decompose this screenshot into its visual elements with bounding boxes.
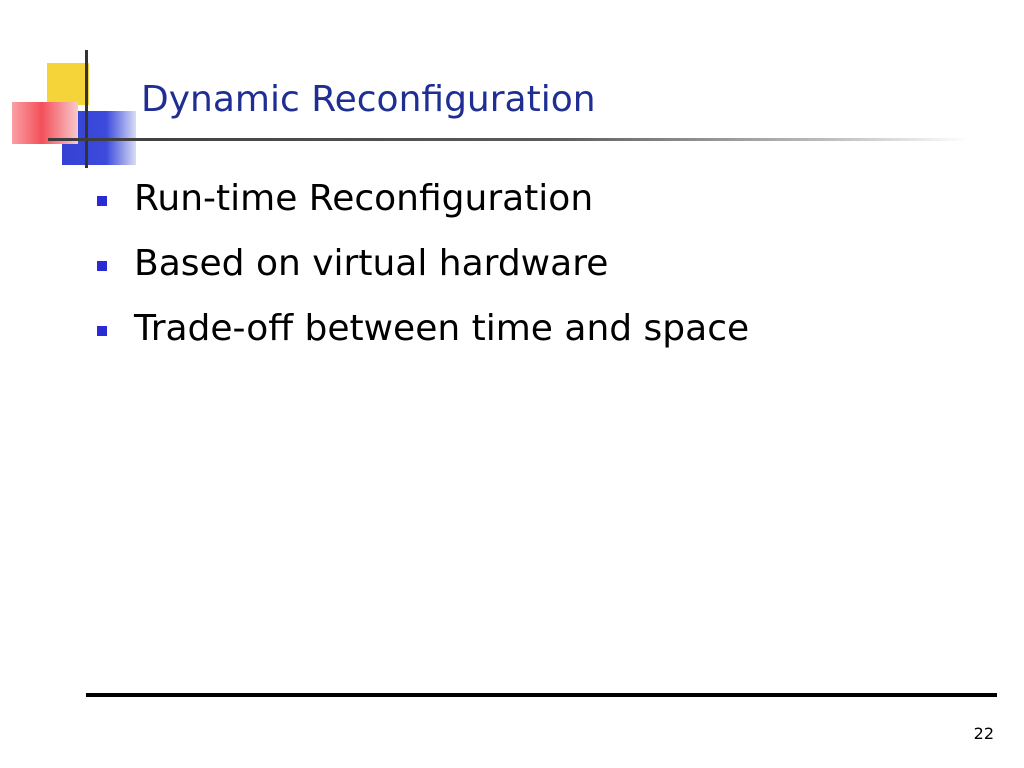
- bullet-item: Based on virtual hardware: [97, 238, 608, 290]
- bullet-item: Run-time Reconfiguration: [97, 173, 593, 225]
- square-bullet-icon: [97, 261, 107, 271]
- bullet-text: Run-time Reconfiguration: [134, 178, 594, 219]
- bullet-text: Based on virtual hardware: [134, 243, 609, 284]
- title-divider: [48, 138, 970, 141]
- square-bullet-icon: [97, 196, 107, 206]
- square-bullet-icon: [97, 326, 107, 336]
- slide-title: Dynamic Reconfiguration: [141, 79, 596, 120]
- vertical-rule-shape: [85, 50, 88, 168]
- slide-number: 22: [973, 724, 994, 743]
- bullet-text: Trade-off between time and space: [134, 308, 750, 349]
- bullet-item: Trade-off between time and space: [97, 303, 749, 355]
- red-square-shape: [12, 102, 78, 144]
- footer-divider: [86, 693, 997, 697]
- yellow-square-shape: [47, 63, 89, 105]
